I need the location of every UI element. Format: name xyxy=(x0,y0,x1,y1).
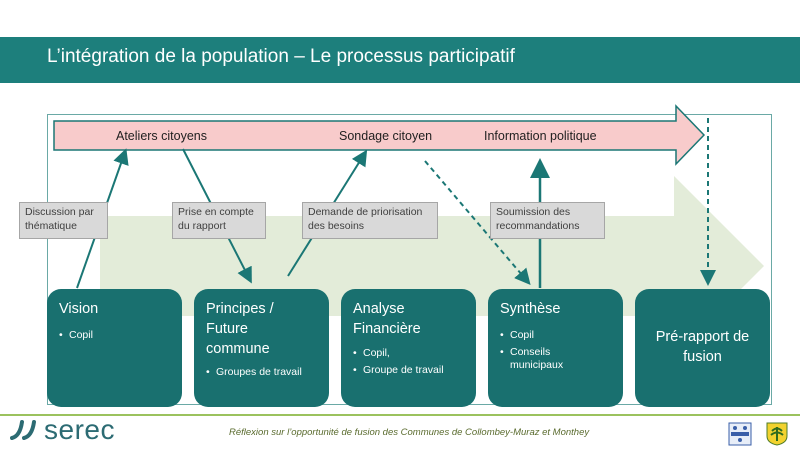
stage-items: Groupes de travail xyxy=(204,366,302,383)
note-demande: Demande de priorisation des besoins xyxy=(302,202,438,239)
stage-items: Copil Conseils municipaux xyxy=(498,329,605,376)
note-soumission: Soumission des recommandations xyxy=(490,202,605,239)
note-discussion: Discussion par thématique xyxy=(19,202,108,239)
footer-divider xyxy=(0,414,800,416)
stage-analyse: Analyse Financière Copil, Groupe de trav… xyxy=(341,289,476,407)
stage-item: Copil, xyxy=(353,347,444,360)
stage-item: Conseils municipaux xyxy=(500,346,605,372)
stage-pre-rapport: Pré-rapport de fusion xyxy=(635,289,770,407)
arrow-label-information: Information politique xyxy=(484,129,597,143)
title-bar: L’intégration de la population – Le proc… xyxy=(0,37,800,83)
slide-title: L’intégration de la population – Le proc… xyxy=(47,46,515,67)
stage-vision: Vision Copil xyxy=(47,289,182,407)
stage-title: Analyse Financière xyxy=(353,301,421,337)
serec-logo-icon xyxy=(10,420,36,440)
arrow-label-sondage: Sondage citoyen xyxy=(339,129,433,143)
stage-items: Copil xyxy=(57,329,93,346)
monthey-crest-icon xyxy=(766,422,788,446)
stage-item: Copil xyxy=(500,329,605,342)
footer-caption: Réflexion sur l’opportunité de fusion de… xyxy=(229,427,590,438)
process-arrow xyxy=(53,104,706,166)
arrow-label-ateliers: Ateliers citoyens xyxy=(116,129,208,143)
stage-items: Copil, Groupe de travail xyxy=(351,347,444,381)
stage-item: Groupes de travail xyxy=(206,366,302,379)
stage-title: Principes / Future commune xyxy=(206,301,274,357)
stage-title: Synthèse xyxy=(500,301,561,317)
stage-principes: Principes / Future commune Groupes de tr… xyxy=(194,289,329,407)
stage-title: Vision xyxy=(59,301,99,317)
stage-synthese: Synthèse Copil Conseils municipaux xyxy=(488,289,623,407)
serec-brand: serec xyxy=(44,414,115,445)
note-prise-en-compte: Prise en compte du rapport xyxy=(172,202,266,239)
collombey-crest-icon xyxy=(728,422,752,446)
stage-item: Groupe de travail xyxy=(353,364,443,377)
stage-item: Copil xyxy=(59,329,93,342)
stage-title: Pré-rapport de fusion xyxy=(655,329,750,365)
